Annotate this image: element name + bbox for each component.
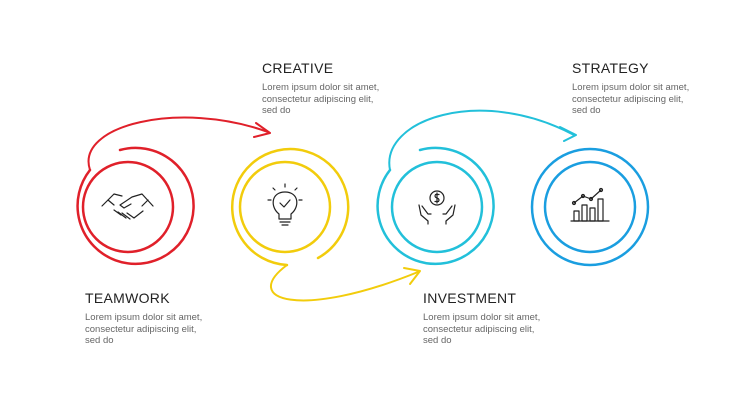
- investment-text: Lorem ipsum dolor sit amet, consectetur …: [423, 312, 541, 346]
- investment-outer-ring: [376, 146, 495, 266]
- creative-title: CREATIVE: [262, 60, 334, 76]
- bar-chart-icon: [570, 187, 610, 222]
- investment-to-strategy-arrow: [388, 109, 575, 171]
- creative-outer-ring: [230, 147, 350, 267]
- teamwork-title: TEAMWORK: [85, 290, 170, 306]
- teamwork-inner-ring: [81, 160, 175, 254]
- creative-text: Lorem ipsum dolor sit amet, consectetur …: [262, 82, 380, 116]
- teamwork-text: Lorem ipsum dolor sit amet, consectetur …: [85, 312, 203, 346]
- creative-arrowhead: [403, 267, 421, 285]
- lightbulb-icon: [267, 183, 303, 226]
- investment-node: [376, 146, 495, 266]
- investment-arrowhead: [559, 126, 577, 142]
- teamwork-arrowhead: [253, 122, 271, 138]
- investment-label-block: INVESTMENT Lorem ipsum dolor sit amet, c…: [423, 290, 543, 347]
- creative-node: [230, 147, 350, 267]
- creative-to-investment-arrow: [270, 264, 419, 302]
- teamwork-outer-ring: [76, 146, 195, 266]
- strategy-node: [530, 147, 650, 267]
- teamwork-to-creative-arrow: [87, 116, 269, 171]
- strategy-inner-ring: [543, 160, 637, 254]
- creative-label-block: CREATIVE Lorem ipsum dolor sit amet, con…: [262, 60, 382, 117]
- investment-inner-ring: [390, 160, 484, 254]
- creative-inner-ring: [238, 160, 332, 254]
- investment-title: INVESTMENT: [423, 290, 517, 306]
- hands-coin-icon: [418, 190, 456, 225]
- strategy-outer-ring: [530, 147, 650, 267]
- strategy-text: Lorem ipsum dolor sit amet, consectetur …: [572, 82, 690, 116]
- teamwork-node: [76, 146, 195, 266]
- strategy-label-block: STRATEGY Lorem ipsum dolor sit amet, con…: [572, 60, 692, 117]
- teamwork-label-block: TEAMWORK Lorem ipsum dolor sit amet, con…: [85, 290, 205, 347]
- strategy-title: STRATEGY: [572, 60, 649, 76]
- handshake-icon: [101, 193, 154, 220]
